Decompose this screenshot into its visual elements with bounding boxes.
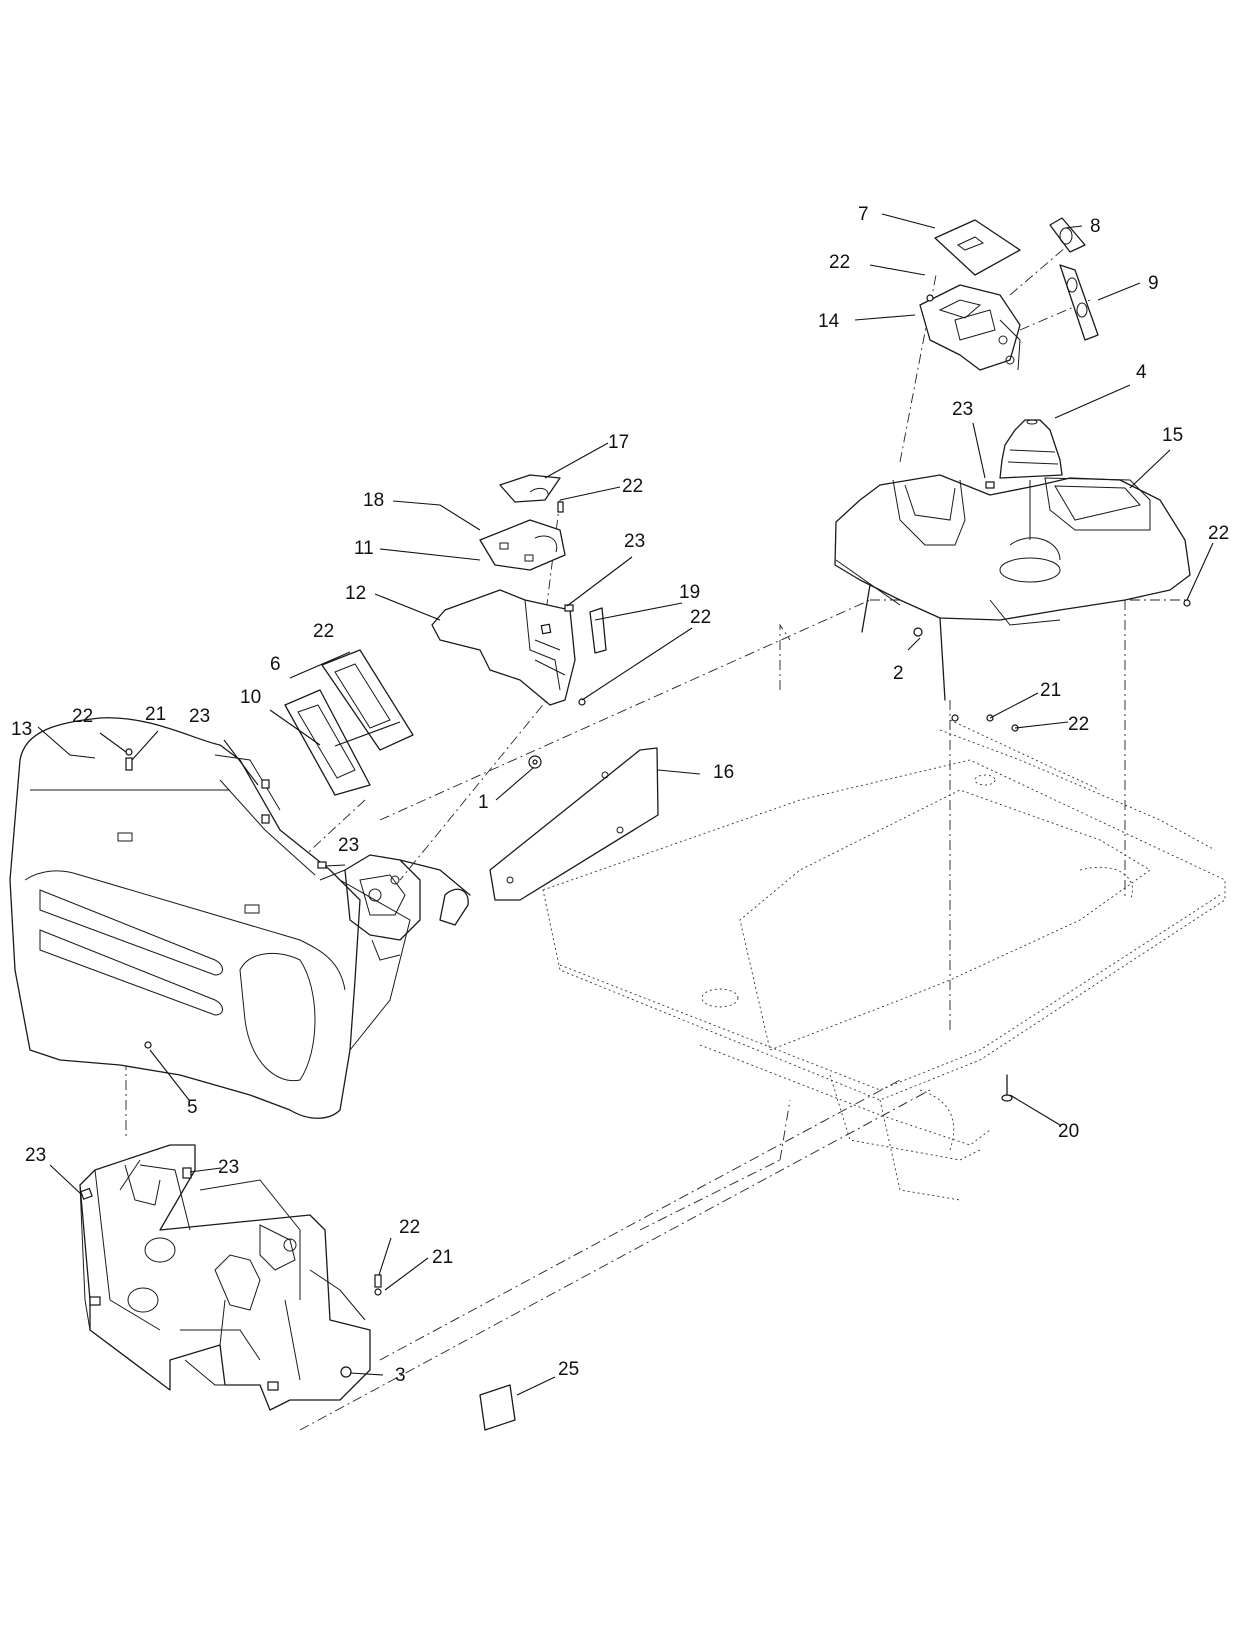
plate-6: [321, 649, 414, 751]
shift-boot: [999, 419, 1063, 540]
callout-15: 15: [1162, 425, 1183, 446]
callout-20: 20: [1058, 1121, 1079, 1142]
plate-17: [499, 474, 561, 503]
callout-22: 22: [622, 476, 643, 497]
callout-12: 12: [345, 583, 366, 604]
callout-23: 23: [25, 1145, 46, 1166]
callout-21: 21: [145, 704, 166, 725]
gasket-8: [1049, 217, 1086, 253]
callout-25: 25: [558, 1359, 579, 1380]
callout-19: 19: [679, 582, 700, 603]
fastener-1: [528, 755, 542, 769]
plate-7: [934, 219, 1021, 276]
plate-10: [284, 689, 371, 796]
lower-frame: [79, 1144, 382, 1411]
label-25: [479, 1384, 516, 1431]
bracket-14: [919, 284, 1021, 371]
callout-23: 23: [338, 835, 359, 856]
callout-11: 11: [354, 538, 374, 559]
callout-21: 21: [432, 1247, 453, 1268]
callout-22: 22: [1068, 714, 1089, 735]
leader-lines: [37, 213, 1214, 1396]
callout-13: 13: [11, 719, 32, 740]
pedal-linkage: [261, 814, 471, 961]
console-body: [834, 474, 1191, 701]
callout-4: 4: [1136, 362, 1147, 383]
callout-22: 22: [829, 252, 850, 273]
callout-17: 17: [608, 432, 629, 453]
callout-14: 14: [818, 311, 840, 332]
hood-13: [9, 717, 411, 1119]
plate-9: [1059, 264, 1099, 341]
callout-5: 5: [187, 1097, 198, 1118]
label-19: [589, 607, 607, 654]
callout-22: 22: [399, 1217, 420, 1238]
side-panel-16: [489, 747, 659, 901]
callout-22: 22: [690, 607, 711, 628]
plate-11: [479, 519, 566, 571]
callout-9: 9: [1148, 273, 1159, 294]
hardware-small: [125, 481, 995, 789]
main-frame: [542, 719, 1226, 1201]
callout-22: 22: [1208, 523, 1229, 544]
callout-2: 2: [893, 663, 904, 684]
callout-18: 18: [363, 490, 384, 511]
callout-23: 23: [952, 399, 973, 420]
callout-16: 16: [713, 762, 734, 783]
callout-8: 8: [1090, 216, 1101, 237]
callout-23: 23: [189, 706, 210, 727]
callout-22: 22: [72, 706, 93, 727]
callout-21: 21: [1040, 680, 1061, 701]
callout-7: 7: [858, 204, 869, 225]
callout-1: 1: [478, 792, 489, 813]
bolt-20: [1001, 1074, 1013, 1102]
callout-labels: 7 8 22 9 14 4 23 15 17 22 18 11 23 22 12…: [11, 204, 1229, 1386]
callout-23: 23: [624, 531, 645, 552]
panel-12: [431, 589, 576, 706]
callout-10: 10: [240, 687, 261, 708]
callout-3: 3: [395, 1365, 406, 1386]
callout-22: 22: [313, 621, 334, 642]
callout-6: 6: [270, 654, 281, 675]
callout-23: 23: [218, 1157, 239, 1178]
